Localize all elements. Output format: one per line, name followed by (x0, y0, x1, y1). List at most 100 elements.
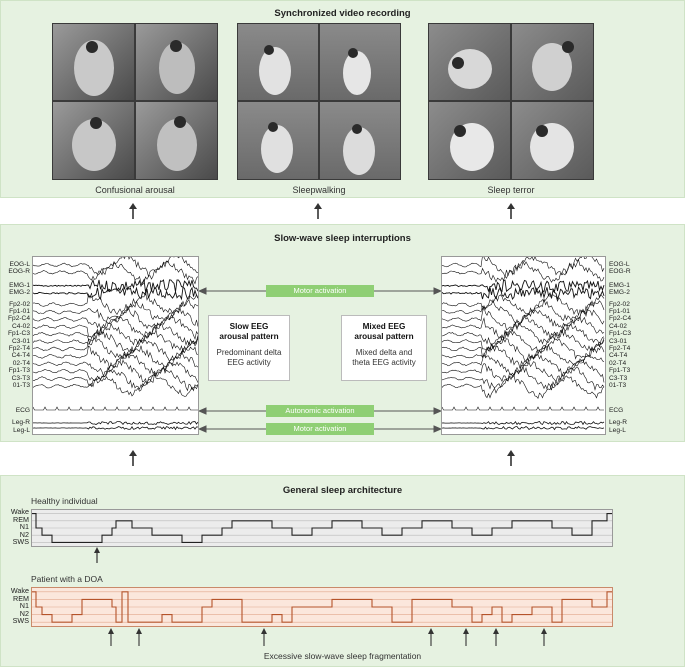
eeg-trace-line (32, 359, 199, 385)
eeg-trace-line (32, 291, 199, 315)
stage-label: Wake (10, 586, 29, 595)
channel-label: 02-T4 (609, 359, 627, 367)
channel-label: C4-T4 (11, 352, 30, 360)
eeg-trace-line (441, 365, 605, 391)
channel-label: EOG-R (8, 268, 30, 276)
slow-desc-line1: Predominant delta (216, 348, 282, 357)
stage-label: N1 (19, 522, 29, 532)
channel-label: 01-T3 (12, 382, 30, 389)
channel-label: 01-T3 (609, 382, 627, 389)
label-confusional-arousal: Confusional arousal (95, 185, 175, 195)
sleep-terror-frames (429, 24, 593, 179)
motor-activation-top-badge: Motor activation (266, 285, 374, 297)
ecg-trace-line (32, 406, 198, 411)
eeg-trace-line (33, 365, 199, 392)
hypnogram-trace (32, 513, 612, 543)
mixed-title-line2: arousal pattern (354, 332, 414, 341)
video-frames-sleep-terror (428, 23, 594, 180)
up-arrow-icon (463, 628, 469, 634)
video-frames-confusional-arousal (52, 23, 218, 180)
motor-activation-bottom-badge: Motor activation (266, 423, 374, 435)
eeg-left-svg (32, 250, 199, 431)
channel-label: ECG (609, 407, 624, 414)
eeg-panel-title: Slow-wave sleep interruptions (274, 233, 411, 244)
video-frames-sleepwalking (237, 23, 401, 180)
ecg-trace-line (441, 406, 604, 411)
eeg-trace-line (32, 328, 199, 355)
channel-label: C3-01 (12, 337, 30, 345)
channel-label: Fp2-02 (9, 300, 30, 308)
video-panel: Synchronized video recording Confusional… (0, 0, 685, 198)
stage-label: REM (13, 593, 29, 603)
eeg-trace-line (441, 251, 605, 278)
slow-title-line1: Slow EEG (229, 322, 269, 331)
stage-label: N2 (19, 529, 29, 539)
mixed-desc-line1: Mixed delta and (355, 348, 413, 357)
leg-trace-line (32, 426, 199, 431)
channel-label: EMG-1 (9, 281, 30, 289)
up-arrow-icon (94, 547, 100, 563)
channel-label: Fp1-01 (9, 308, 30, 315)
channel-label: Fp1-C3 (8, 330, 30, 338)
eeg-trace-line (32, 322, 199, 346)
eeg-trace-line (32, 250, 199, 278)
up-arrow-icon (493, 628, 499, 634)
eeg-trace-line (441, 323, 605, 348)
channel-label: C3-T3 (609, 374, 628, 382)
eeg-trace-line (441, 285, 605, 301)
eeg-trace-line (32, 260, 199, 286)
up-arrow-icon (108, 628, 114, 634)
stage-label: SWS (12, 537, 29, 547)
healthy-hypnogram-svg (32, 513, 612, 543)
slow-title-line2: arousal pattern (219, 332, 279, 341)
eeg-trace-line (441, 305, 605, 331)
channel-label: Fp1-T3 (8, 367, 30, 375)
channel-label: Leg-R (609, 419, 627, 426)
eeg-trace-line (32, 335, 199, 362)
up-arrow-icon (136, 628, 142, 634)
stage-label: SWS (12, 616, 29, 626)
healthy-hypnogram (31, 509, 613, 547)
eeg-trace-line (441, 293, 605, 317)
channel-label: EMG-2 (609, 289, 630, 297)
channel-label: Fp2-T4 (609, 345, 631, 352)
channel-label: EMG-2 (9, 289, 30, 297)
label-sleepwalking: Sleepwalking (292, 185, 346, 195)
label-sleep-terror: Sleep terror (487, 185, 535, 195)
eeg-trace-line (441, 329, 605, 355)
channel-label: Fp2-T4 (8, 345, 30, 352)
channel-label: Leg-L (609, 427, 626, 434)
leg-trace-line (441, 426, 605, 431)
channel-label: Leg-R (12, 419, 30, 426)
up-arrow-icon (261, 628, 267, 634)
eeg-trace-line (32, 350, 199, 377)
up-arrow-icon (507, 450, 515, 466)
eeg-trace-line (441, 344, 605, 369)
leg-trace-line (441, 420, 605, 426)
channel-label: Fp2-C4 (609, 315, 631, 323)
channel-label: C4-02 (609, 322, 627, 330)
channel-label: EOG-L (609, 261, 630, 268)
eeg-trace-line (441, 258, 605, 283)
fragmentation-footer: Excessive slow-wave sleep fragmentation (263, 651, 422, 661)
channel-label: C3-T3 (11, 374, 30, 382)
hypnogram-trace (32, 591, 612, 623)
eeg-trace-line (441, 374, 605, 399)
channel-label: Fp2-02 (609, 300, 630, 308)
eeg-trace-line (441, 316, 605, 340)
channel-label: EOG-L (9, 261, 30, 268)
autonomic-activation-badge: Autonomic activation (266, 405, 374, 417)
sleepwalking-frames (238, 24, 400, 179)
eeg-right-svg (441, 251, 605, 431)
channel-label: Fp1-T3 (609, 367, 631, 375)
up-arrow-icon (129, 450, 137, 466)
architecture-panel-title: General sleep architecture (282, 485, 403, 496)
channel-label: C4-02 (12, 322, 30, 330)
eeg-trace-line (32, 278, 199, 293)
channel-label: EOG-R (609, 268, 631, 276)
slow-desc-line2: EEG activity (227, 358, 271, 367)
stage-label: N2 (19, 608, 29, 618)
